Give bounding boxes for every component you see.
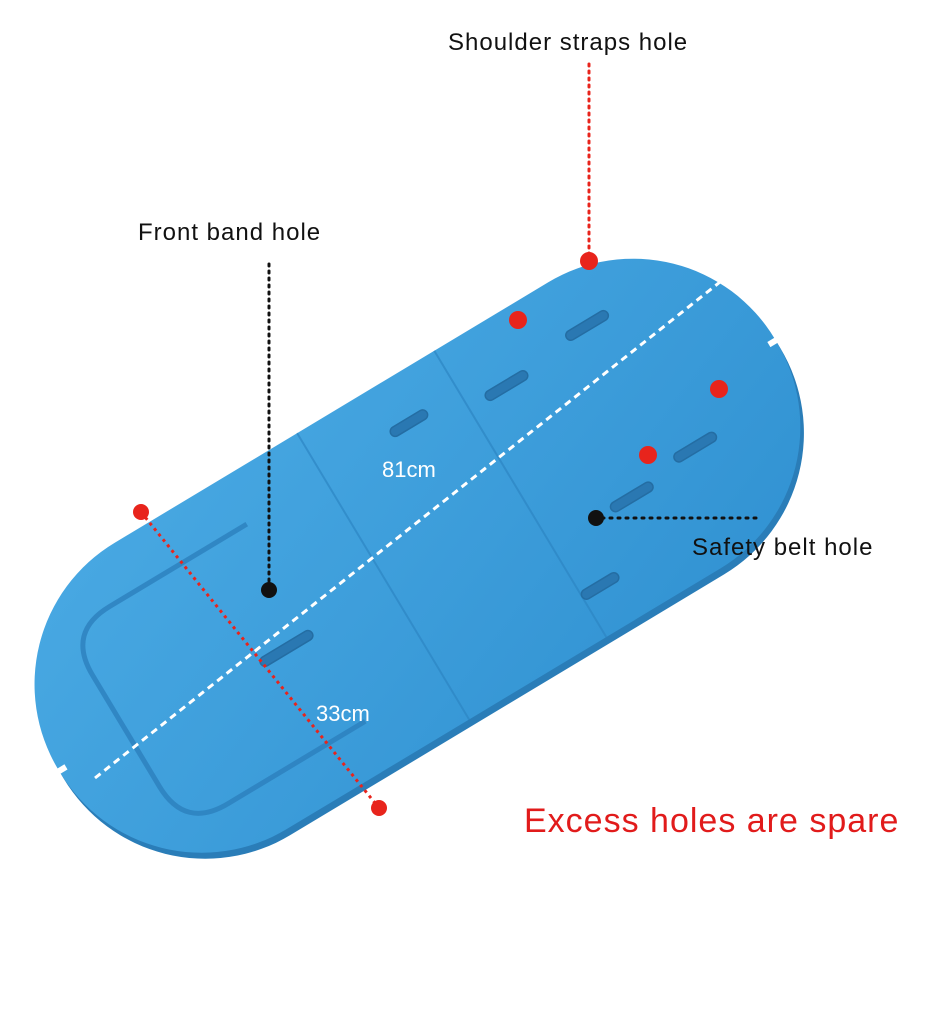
front-band-hole-label: Front band hole — [138, 219, 321, 246]
slot-right-2 — [609, 481, 654, 513]
shoulder-straps-hole-label: Shoulder straps hole — [448, 29, 688, 56]
width-label: 33cm — [316, 701, 370, 726]
stroller-pad — [34, 258, 804, 859]
hole-marker — [509, 311, 527, 329]
pad-notch-left — [55, 764, 68, 775]
hole-marker — [580, 252, 598, 270]
pad-slots — [259, 309, 718, 668]
head-area-outline — [80, 521, 367, 816]
slot-front-band — [259, 629, 314, 668]
length-label: 81cm — [382, 457, 436, 482]
safety-belt-hole-marker — [588, 510, 604, 526]
pad-seam-1 — [296, 432, 471, 720]
pad-seam-2 — [433, 350, 608, 638]
hole-marker — [710, 380, 728, 398]
width-dimension-line — [139, 511, 381, 809]
excess-holes-note: Excess holes are spare — [524, 802, 899, 840]
length-dimension-line — [94, 280, 721, 780]
shoulder-strap-hole-markers — [509, 252, 728, 464]
front-band-hole-marker — [261, 582, 277, 598]
slot-shoulder-top — [565, 309, 610, 341]
pad-surface — [34, 258, 801, 853]
slot-safety-belt — [580, 571, 620, 600]
slot-right-1 — [673, 431, 718, 463]
slot-mid-upper — [389, 409, 429, 438]
hole-marker — [639, 446, 657, 464]
width-endpoint-top — [133, 504, 149, 520]
width-endpoint-bottom — [371, 800, 387, 816]
pad-notch-right — [767, 336, 779, 348]
slot-shoulder-2 — [484, 369, 529, 402]
safety-belt-hole-label: Safety belt hole — [692, 534, 873, 561]
